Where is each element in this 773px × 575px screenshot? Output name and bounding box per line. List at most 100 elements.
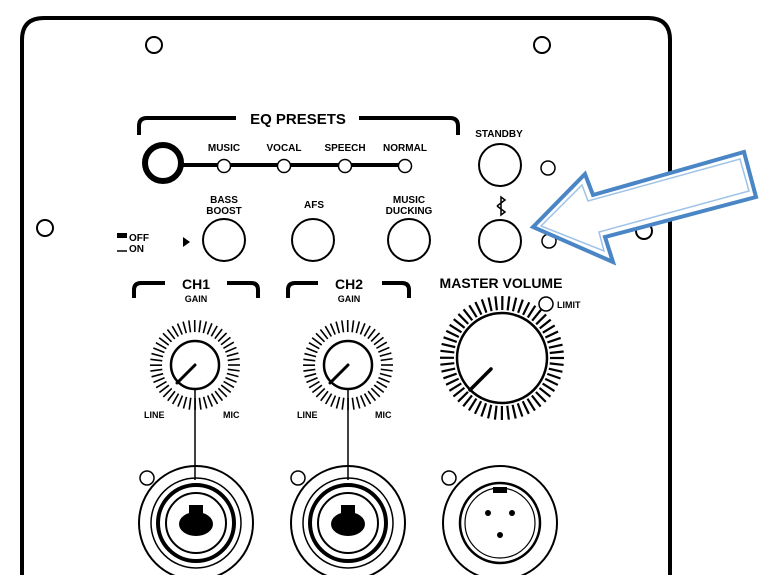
ch1-title: CH1 — [182, 276, 210, 292]
scale-tick — [506, 296, 511, 311]
scale-tick — [531, 309, 542, 322]
scale-tick — [335, 396, 341, 409]
scale-tick — [378, 346, 390, 353]
scale-tick — [223, 341, 235, 349]
scale-tick — [155, 380, 167, 389]
eq-preset-led-speech — [337, 158, 353, 174]
scale-tick — [548, 343, 563, 349]
scale-tick — [522, 301, 531, 316]
music-ducking-button[interactable] — [387, 218, 431, 262]
switch-off-marker — [117, 233, 127, 238]
afs-button[interactable] — [291, 218, 335, 262]
scale-tick — [480, 299, 488, 313]
scale-tick — [319, 328, 329, 340]
scale-tick — [153, 347, 165, 354]
scale-tick — [198, 320, 202, 333]
scale-tick — [359, 395, 367, 407]
scale-tick — [226, 352, 239, 357]
xlr-output-jack[interactable] — [442, 465, 558, 575]
eq-preset-label-music: MUSIC — [208, 143, 240, 154]
scale-tick — [151, 352, 164, 358]
scale-tick — [494, 296, 498, 311]
scale-tick — [188, 397, 192, 410]
scale-tick — [155, 342, 167, 350]
ch2-mic-label: MIC — [375, 410, 392, 420]
pointer-arrow — [529, 149, 759, 266]
scale-tick — [311, 337, 323, 346]
scale-tick — [167, 390, 176, 402]
scale-tick — [306, 347, 318, 354]
scale-tick — [441, 367, 456, 373]
scale-tick — [227, 368, 240, 372]
standby-label: STANDBY — [475, 129, 523, 140]
ch2-combo-jack[interactable] — [290, 465, 406, 575]
scale-tick — [150, 368, 163, 372]
ch2-signal-led — [290, 470, 306, 486]
scale-tick — [188, 320, 192, 333]
scale-tick — [542, 324, 556, 334]
scale-tick — [158, 384, 170, 394]
scale-tick — [376, 341, 388, 349]
switch-arrow-icon — [183, 237, 190, 247]
scale-tick — [462, 308, 474, 322]
scale-tick — [153, 377, 165, 384]
eq-preset-led-normal — [397, 158, 413, 174]
scale-tick — [206, 323, 213, 335]
scale-tick — [535, 313, 547, 326]
scale-tick — [210, 325, 218, 337]
afs-label: AFS — [304, 200, 324, 211]
scale-tick — [351, 397, 355, 410]
eq-preset-label-vocal: VOCAL — [267, 143, 302, 154]
scale-tick — [378, 376, 390, 383]
scale-tick — [462, 394, 473, 408]
switch-off-label: OFF — [129, 233, 149, 244]
ch2-gain-pointer — [328, 363, 350, 385]
scale-tick — [315, 332, 326, 343]
scale-tick — [517, 299, 524, 314]
scale-tick — [304, 352, 317, 358]
ch1-gain-scale — [149, 319, 240, 411]
ch2-title: CH2 — [335, 276, 363, 292]
scale-tick — [320, 390, 329, 402]
scale-tick — [171, 325, 180, 337]
scale-tick — [544, 377, 559, 386]
scale-tick — [214, 328, 223, 340]
scale-tick — [542, 382, 556, 392]
scale-tick — [457, 391, 469, 403]
scale-tick — [177, 395, 184, 407]
scale-tick — [370, 387, 381, 398]
scale-tick — [220, 384, 232, 393]
ch1-gain-pointer — [175, 363, 197, 385]
ch2-bracket — [286, 281, 411, 298]
scale-tick — [329, 323, 336, 335]
scale-tick — [162, 387, 173, 398]
eq-preset-selector-button[interactable] — [142, 142, 184, 184]
ch2-gain-scale — [302, 319, 393, 411]
scale-tick — [226, 372, 239, 378]
scale-tick — [359, 323, 366, 335]
standby-led — [540, 160, 556, 176]
scale-tick — [303, 358, 316, 362]
scale-tick — [367, 328, 376, 340]
scale-tick — [441, 342, 456, 349]
ch1-combo-jack[interactable] — [138, 465, 254, 575]
scale-tick — [341, 320, 345, 333]
scale-tick — [341, 397, 345, 410]
eq-presets-bracket — [137, 116, 460, 135]
scale-tick — [449, 323, 463, 334]
scale-tick — [214, 390, 224, 402]
standby-button[interactable] — [478, 143, 522, 187]
mounting-hole — [145, 36, 163, 54]
ch1-line-label: LINE — [144, 410, 165, 420]
scale-tick — [217, 387, 228, 398]
mounting-hole — [533, 36, 551, 54]
scale-tick — [493, 405, 498, 420]
bluetooth-pair-button[interactable] — [478, 219, 522, 263]
bass-boost-label-line1: BASS — [210, 195, 238, 206]
scale-tick — [367, 390, 377, 402]
bass-boost-button[interactable] — [202, 218, 246, 262]
scale-tick — [448, 382, 462, 392]
scale-tick — [150, 358, 163, 362]
scale-tick — [380, 368, 393, 372]
